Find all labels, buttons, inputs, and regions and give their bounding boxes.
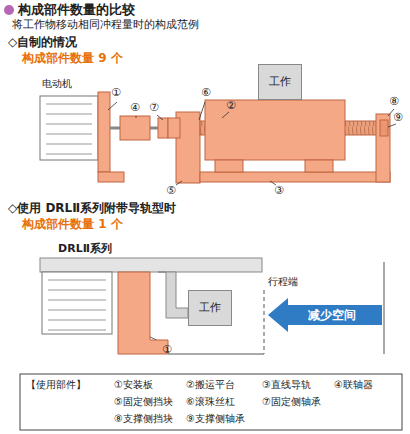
fixed-side-bearing — [158, 118, 168, 138]
table-cell: ③直线导轨 — [262, 379, 311, 391]
motor-fin — [46, 134, 92, 135]
motor-body — [40, 96, 98, 160]
motor-fin — [48, 310, 106, 311]
leader-lines — [108, 102, 396, 343]
stroke-end-line — [264, 290, 265, 354]
mounting-plate-foot — [98, 172, 124, 182]
table-cell: ②搬运平台 — [186, 379, 235, 391]
motor-fin — [46, 154, 92, 155]
node-text: 电动机 — [42, 78, 72, 90]
table-cell: ⑨支撑侧轴承 — [186, 413, 245, 425]
actuator-rail — [40, 258, 262, 272]
coupling — [120, 116, 150, 140]
support-side-bearing — [380, 120, 388, 136]
linear-guide-rail — [200, 172, 390, 182]
callout-number: ⑧ — [389, 95, 399, 108]
motor-fin — [48, 290, 106, 291]
motor-fin — [46, 114, 92, 115]
node-text: 减少空间 — [294, 308, 356, 322]
callout-number: ① — [111, 86, 121, 99]
table-cell: ⑥滚珠丝杠 — [186, 396, 235, 408]
callout-number: ⑨ — [393, 111, 403, 124]
table-heading: 【使用部件】 — [26, 379, 86, 391]
carrier-platform — [205, 100, 345, 160]
actuator-label: DRLⅡ系列 — [58, 242, 112, 256]
table-cell: ④联轴器 — [334, 379, 373, 391]
subtitle: 将工作物移动相同冲程量时的构成范例 — [12, 18, 199, 31]
fixed-side-bearing — [168, 118, 180, 138]
callout-number: ④ — [130, 101, 140, 114]
table-cell: ①安装板 — [114, 379, 153, 391]
section-heading: ◇使用 DRLⅡ系列附带导轨型时 — [8, 201, 176, 215]
work-box: 工作 — [258, 64, 302, 100]
part-count: 构成部件数量 1 个 — [22, 217, 123, 231]
support-side-block — [376, 114, 390, 182]
drl-assembly — [40, 258, 384, 354]
mounting-plate — [118, 272, 168, 354]
title: 构成部件数量的比较 — [18, 2, 135, 18]
table-cell: ⑤固定侧挡块 — [114, 396, 173, 408]
callout-number: ① — [162, 343, 172, 356]
callout-number: ⑤ — [166, 184, 176, 197]
table-cell: ⑧支撑侧挡块 — [114, 413, 173, 425]
motor-fin — [48, 330, 106, 331]
arrow-shape — [268, 298, 382, 332]
title-bullet — [4, 5, 14, 15]
callout-number: ⑥ — [201, 86, 211, 99]
node-text: 工作 — [269, 75, 291, 88]
callout-number: ③ — [274, 184, 284, 197]
slider-arm — [158, 272, 188, 318]
parts-table-border — [20, 374, 402, 430]
table-cell: ⑦固定侧轴承 — [262, 396, 321, 408]
motor-fin — [48, 280, 106, 281]
motor-fin — [46, 104, 92, 105]
actuator-motor — [42, 272, 112, 334]
motor-fin — [48, 320, 106, 321]
self-made-assembly — [40, 92, 390, 183]
motor-fin — [46, 124, 92, 125]
stroke-end-label: 行程端 — [268, 276, 298, 288]
mounting-plate — [98, 92, 110, 172]
section-heading: ◇自制的情况 — [8, 35, 77, 49]
linear-guide-block — [215, 160, 243, 172]
callout-number: ⑦ — [149, 101, 159, 114]
node-text: 工作 — [199, 301, 221, 314]
part-count: 构成部件数量 9 个 — [22, 51, 123, 65]
motor-fin — [48, 300, 106, 301]
callout-number: ② — [226, 99, 236, 112]
node-text: DRLⅡ系列 — [58, 242, 112, 255]
work-box: 工作 — [188, 290, 232, 326]
motor-fin — [46, 144, 92, 145]
reduce-space-arrow: 减少空间 — [268, 298, 382, 332]
linear-guide-block — [305, 160, 333, 172]
motor-label: 电动机 — [42, 78, 72, 90]
